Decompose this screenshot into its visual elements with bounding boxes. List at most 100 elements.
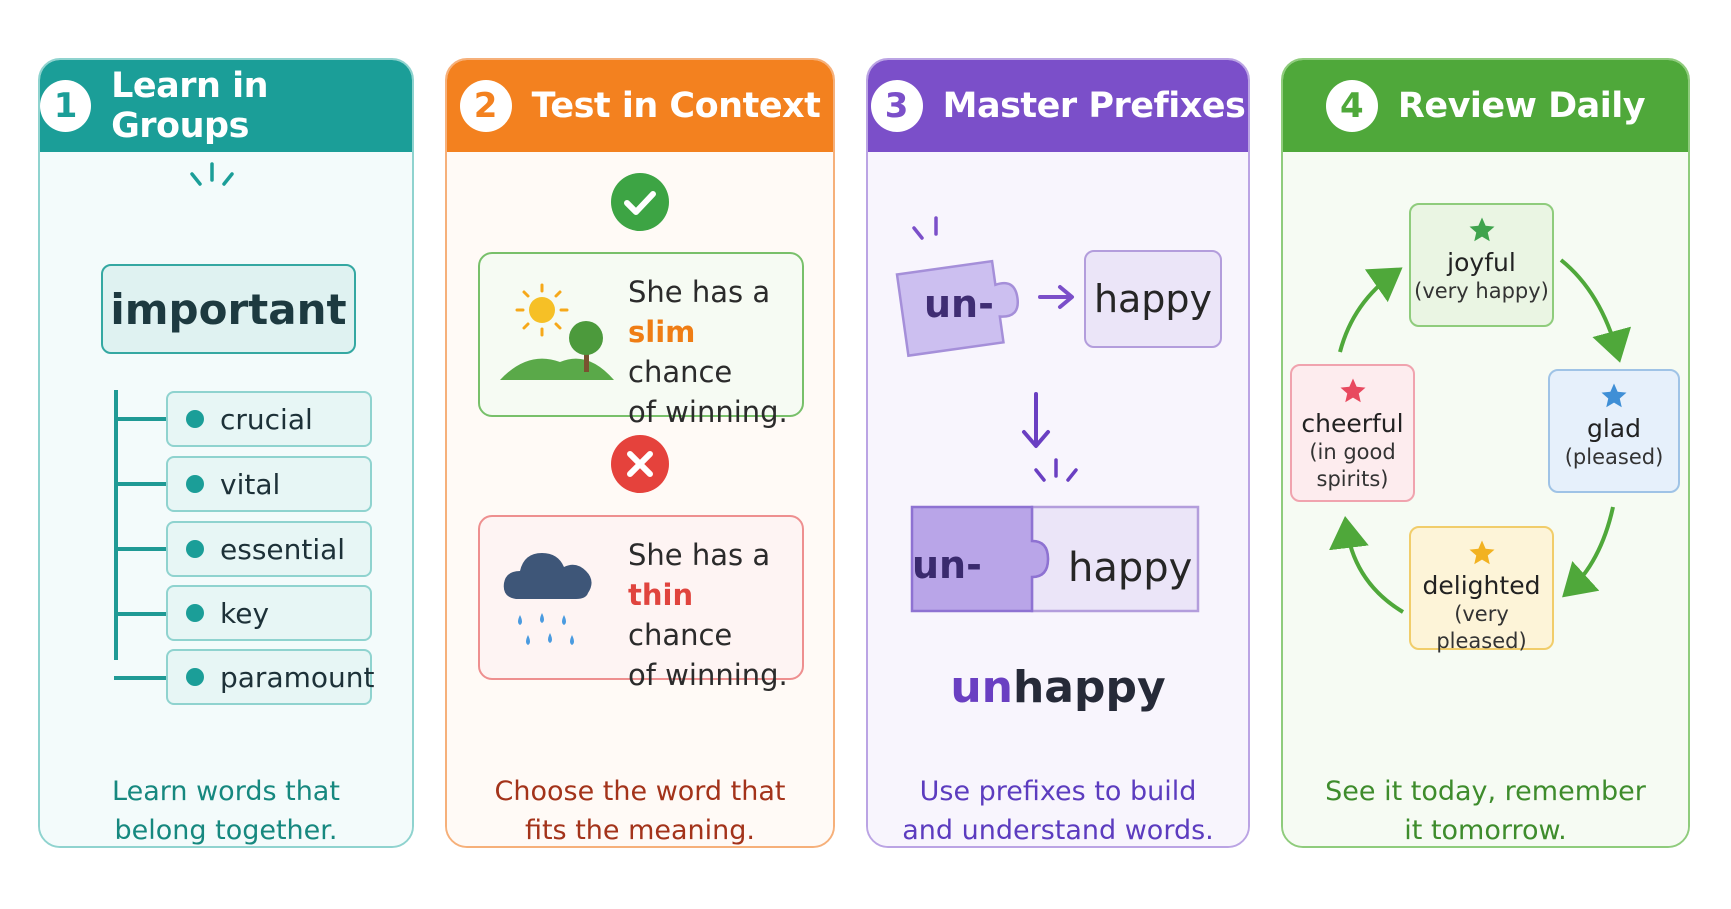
synonym-item: essential: [166, 521, 372, 577]
card-header: 4 Review Daily: [1283, 60, 1688, 152]
card-title: Review Daily: [1397, 86, 1646, 126]
synonym-item: crucial: [166, 391, 372, 447]
card-learn-in-groups: 1 Learn in Groups important crucial vita…: [38, 58, 414, 848]
spark-icon: [190, 162, 234, 186]
synonym-text: crucial: [220, 402, 313, 436]
sentence-text: She has a slim chance of winning.: [628, 272, 802, 432]
caption-line: and understand words.: [902, 815, 1214, 846]
root-word-box: happy: [1084, 250, 1222, 348]
card-body: She has a slim chance of winning.: [447, 152, 833, 846]
cycle-arrows: [1329, 258, 1632, 614]
synonym-item: vital: [166, 456, 372, 512]
caption-line: Learn words that: [112, 776, 340, 807]
spark-icon: [912, 216, 938, 240]
synonym-text: key: [220, 596, 270, 630]
x-circle-icon: [611, 435, 669, 493]
result-word: unhappy: [868, 662, 1248, 713]
arrow-down-icon: [1022, 392, 1050, 448]
card-title: Master Prefixes: [942, 86, 1246, 126]
rain-cloud-icon: [503, 553, 592, 645]
tree-branch-line: [114, 676, 204, 680]
card-review-daily: 4 Review Daily joyful (very happy) glad …: [1281, 58, 1690, 848]
step-number-badge: 2: [459, 80, 512, 132]
card-body: important crucial vital essential key pa…: [40, 152, 412, 846]
synonym-text: vital: [220, 467, 281, 501]
caption-line: fits the meaning.: [524, 815, 756, 846]
tree-branch-line: [114, 612, 204, 616]
node-word: cheerful: [1301, 409, 1404, 438]
card-title: Test in Context: [531, 86, 821, 126]
synonym-text: essential: [220, 532, 346, 566]
star-icon: [1469, 540, 1494, 565]
node-definition: (very pleased): [1436, 602, 1527, 653]
node-word: delighted: [1422, 571, 1541, 600]
sunny-landscape-icon: [500, 283, 614, 380]
tree-trunk-line: [114, 390, 118, 660]
result-root: happy: [1012, 662, 1166, 713]
joined-puzzle-icon: [910, 505, 1200, 613]
highlighted-word: thin: [628, 578, 694, 612]
card-caption: Choose the word that fits the meaning.: [447, 772, 833, 846]
sentence-fragment: chance: [628, 618, 733, 652]
sentence-line: thin chance: [628, 575, 802, 655]
caption-line: Choose the word that: [494, 776, 786, 807]
sentence-text: She has a thin chance of winning.: [628, 535, 802, 695]
correct-sentence-box: She has a slim chance of winning.: [478, 252, 804, 429]
cycle-node-joyful: joyful (very happy): [1409, 203, 1554, 327]
cycle-node-glad: glad (pleased): [1548, 369, 1680, 493]
card-title: Learn in Groups: [111, 66, 268, 146]
node-definition: (in good: [1309, 440, 1396, 464]
cycle-node-cheerful: cheerful (in good spirits): [1290, 364, 1415, 502]
caption-line: See it today, remember: [1325, 776, 1646, 807]
tree-branch-line: [114, 417, 204, 421]
cycle-node-delighted: delighted (very pleased): [1409, 526, 1554, 653]
main-word-box: important: [101, 264, 356, 354]
card-header: 1 Learn in Groups: [40, 60, 412, 152]
synonym-item: paramount: [166, 649, 375, 705]
node-definition: (pleased): [1564, 445, 1664, 469]
bullet-dot: [186, 604, 204, 622]
card-header: 3 Master Prefixes: [868, 60, 1248, 152]
card-header: 2 Test in Context: [447, 60, 833, 152]
star-icon: [1340, 378, 1365, 403]
node-word: joyful: [1447, 248, 1516, 277]
star-icon: [1469, 217, 1494, 242]
card-caption: See it today, remember it tomorrow.: [1283, 772, 1688, 846]
card-master-prefixes: 3 Master Prefixes un- happy: [866, 58, 1250, 848]
card-body: un- happy un- happy unhappy Use prefixes…: [868, 152, 1248, 846]
highlighted-word: slim: [628, 315, 696, 349]
tree-branch-line: [114, 482, 204, 486]
node-definition: spirits): [1316, 467, 1389, 491]
bullet-dot: [186, 668, 204, 686]
sentence-fragment: chance: [628, 355, 733, 389]
combined-root-text: happy: [1068, 545, 1193, 591]
sentence-line: of winning.: [628, 658, 788, 692]
card-test-in-context: 2 Test in Context She has a: [445, 58, 835, 848]
sentence-line: She has a: [628, 275, 771, 309]
step-number-badge: 1: [40, 80, 92, 132]
bullet-dot: [186, 540, 204, 558]
node-word: glad: [1586, 414, 1641, 443]
card-caption: Use prefixes to build and understand wor…: [868, 772, 1248, 846]
sentence-line: of winning.: [628, 395, 788, 429]
bullet-dot: [186, 410, 204, 428]
sentence-line: She has a: [628, 538, 771, 572]
step-number-badge: 3: [870, 80, 923, 132]
combined-prefix-text: un-: [912, 543, 982, 587]
spark-icon: [1034, 458, 1078, 482]
sentence-line: slim chance: [628, 312, 802, 392]
incorrect-sentence-box: She has a thin chance of winning.: [478, 515, 804, 692]
arrow-right-icon: [1038, 285, 1074, 309]
synonym-text: paramount: [220, 660, 375, 694]
result-prefix: un: [950, 662, 1013, 713]
caption-line: it tomorrow.: [1404, 815, 1567, 846]
card-body: joyful (very happy) glad (pleased) delig…: [1283, 152, 1688, 846]
node-definition: (very happy): [1414, 279, 1549, 303]
caption-line: belong together.: [114, 815, 338, 846]
puzzle-piece-icon: [895, 259, 1020, 358]
caption-line: Use prefixes to build: [919, 776, 1197, 807]
card-caption: Learn words that belong together.: [40, 772, 412, 846]
check-circle-icon: [611, 173, 669, 231]
synonym-item: key: [166, 585, 372, 641]
prefix-piece-text: un-: [924, 282, 994, 326]
